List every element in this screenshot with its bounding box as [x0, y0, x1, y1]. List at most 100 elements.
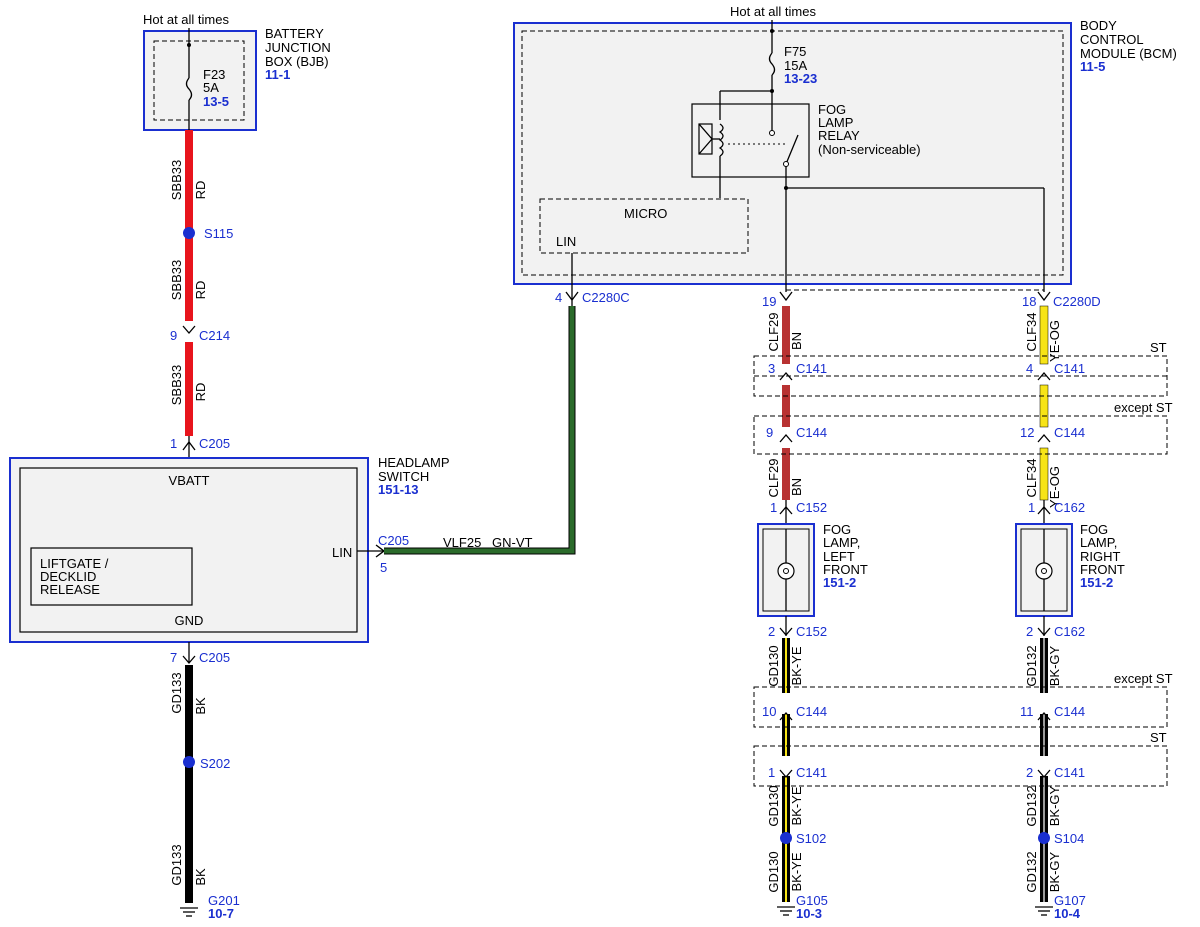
svg-text:FOG: FOG	[818, 102, 846, 117]
headlamp-switch: VBATT GND LIN LIFTGATE / DECKLID RELEASE…	[9, 455, 450, 643]
hot-at-all-times-left: Hot at all times	[143, 12, 229, 27]
svg-text:C205: C205	[199, 650, 230, 665]
svg-text:BOX (BJB): BOX (BJB)	[265, 54, 329, 69]
svg-text:4: 4	[555, 290, 562, 305]
svg-text:FOG: FOG	[1080, 522, 1108, 537]
svg-text:DECKLID: DECKLID	[40, 569, 96, 584]
svg-text:2: 2	[1026, 765, 1033, 780]
bulb-icon	[777, 562, 795, 580]
svg-text:18: 18	[1022, 294, 1036, 309]
svg-text:MODULE (BCM): MODULE (BCM)	[1080, 46, 1177, 61]
svg-text:GD132: GD132	[1024, 851, 1039, 892]
svg-text:FRONT: FRONT	[823, 562, 868, 577]
svg-text:MICRO: MICRO	[624, 206, 667, 221]
circuit-clf29: CLF29 BN CLF29 BN	[766, 306, 804, 500]
svg-text:5A: 5A	[203, 80, 219, 95]
svg-text:C162: C162	[1054, 500, 1085, 515]
ground-g107-icon	[1035, 906, 1053, 916]
svg-text:F23: F23	[203, 67, 225, 82]
svg-text:C205: C205	[378, 533, 409, 548]
svg-text:10-3: 10-3	[796, 906, 822, 921]
svg-text:GD130: GD130	[766, 851, 781, 892]
svg-text:G107: G107	[1054, 893, 1086, 908]
svg-text:2: 2	[768, 624, 775, 639]
svg-text:9: 9	[766, 425, 773, 440]
svg-text:C144: C144	[796, 704, 827, 719]
svg-text:3: 3	[768, 361, 775, 376]
svg-text:BODY: BODY	[1080, 18, 1117, 33]
svg-text:SWITCH: SWITCH	[378, 469, 429, 484]
svg-text:C141: C141	[796, 361, 827, 376]
svg-text:except ST: except ST	[1114, 400, 1173, 415]
svg-text:13-23: 13-23	[784, 71, 817, 86]
splice-s102-label: S102	[796, 831, 826, 846]
fuse-icon	[768, 52, 776, 76]
svg-text:GD132: GD132	[1024, 645, 1039, 686]
fog-lamp-relay	[691, 103, 810, 178]
svg-text:CLF34: CLF34	[1024, 458, 1039, 497]
svg-text:151-2: 151-2	[1080, 575, 1113, 590]
svg-text:C205: C205	[199, 436, 230, 451]
svg-text:CONTROL: CONTROL	[1080, 32, 1144, 47]
svg-text:RD: RD	[193, 383, 208, 402]
svg-text:C214: C214	[199, 328, 230, 343]
splice-s102	[780, 832, 792, 844]
svg-text:BK: BK	[193, 868, 208, 886]
svg-text:1: 1	[170, 436, 177, 451]
splice-s104-label: S104	[1054, 831, 1084, 846]
svg-text:1: 1	[1028, 500, 1035, 515]
svg-text:RELAY: RELAY	[818, 128, 860, 143]
svg-text:2: 2	[1026, 624, 1033, 639]
svg-text:SBB33: SBB33	[169, 160, 184, 200]
svg-text:GD133: GD133	[169, 672, 184, 713]
svg-text:FOG: FOG	[823, 522, 851, 537]
svg-text:LIFTGATE /: LIFTGATE /	[40, 556, 109, 571]
variant-except-st-box-upper	[753, 415, 1168, 455]
svg-text:G105: G105	[796, 893, 828, 908]
svg-text:JUNCTION: JUNCTION	[265, 40, 331, 55]
svg-text:BK-GY: BK-GY	[1047, 851, 1062, 892]
svg-text:GN-VT: GN-VT	[492, 535, 533, 550]
svg-text:LAMP,: LAMP,	[1080, 535, 1117, 550]
svg-text:BK-GY: BK-GY	[1047, 785, 1062, 826]
svg-text:C144: C144	[1054, 704, 1085, 719]
svg-text:10: 10	[762, 704, 776, 719]
bulb-icon	[1035, 562, 1053, 580]
svg-text:GD130: GD130	[766, 645, 781, 686]
svg-text:19: 19	[762, 294, 776, 309]
svg-text:LEFT: LEFT	[823, 549, 855, 564]
svg-text:GD130: GD130	[766, 785, 781, 826]
svg-text:RELEASE: RELEASE	[40, 582, 100, 597]
svg-text:(Non-serviceable): (Non-serviceable)	[818, 142, 921, 157]
svg-text:BK-GY: BK-GY	[1047, 645, 1062, 686]
circuit-vlf25: VLF25 GN-VT	[384, 306, 576, 555]
hot-at-all-times-right: Hot at all times	[730, 4, 816, 19]
svg-text:except ST: except ST	[1114, 671, 1173, 686]
fog-lamp-left-front: FOG LAMP, LEFT FRONT 151-2	[757, 522, 868, 617]
svg-text:C141: C141	[796, 765, 827, 780]
svg-text:11-1: 11-1	[265, 67, 290, 82]
svg-text:HEADLAMP: HEADLAMP	[378, 455, 450, 470]
splice-s202-label: S202	[200, 756, 230, 771]
svg-text:10-4: 10-4	[1054, 906, 1081, 921]
ground-g105-icon	[777, 906, 795, 916]
svg-text:RIGHT: RIGHT	[1080, 549, 1121, 564]
svg-text:YE-OG: YE-OG	[1047, 466, 1062, 508]
svg-text:GND: GND	[175, 613, 204, 628]
svg-text:LAMP: LAMP	[818, 115, 853, 130]
svg-text:C144: C144	[796, 425, 827, 440]
svg-text:C141: C141	[1054, 361, 1085, 376]
svg-text:FRONT: FRONT	[1080, 562, 1125, 577]
body-control-module: F75 15A 13-23 BODY CONTROL MODULE (BCM) …	[513, 18, 1177, 292]
svg-text:12: 12	[1020, 425, 1034, 440]
battery-junction-box: F23 5A 13-5 BATTERY JUNCTION BOX (BJB) 1…	[143, 26, 331, 131]
svg-text:ST: ST	[1150, 730, 1167, 745]
svg-text:151-13: 151-13	[378, 482, 418, 497]
fuse-icon	[185, 77, 193, 101]
circuit-sbb33: SBB33 RD SBB33 RD SBB33 RD	[169, 130, 208, 436]
ground-g201-icon	[180, 907, 198, 917]
svg-text:7: 7	[170, 650, 177, 665]
svg-text:VLF25: VLF25	[443, 535, 481, 550]
svg-text:G201: G201	[208, 893, 240, 908]
svg-text:CLF34: CLF34	[1024, 312, 1039, 351]
